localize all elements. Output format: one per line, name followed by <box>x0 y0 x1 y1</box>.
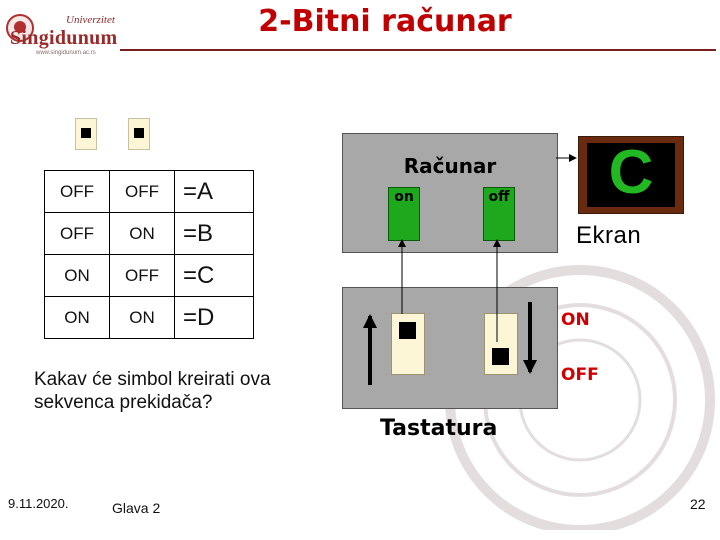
on-state-label: ON <box>561 310 590 330</box>
switch-2-icon <box>128 118 150 150</box>
switch-1-icon <box>75 118 97 150</box>
keyboard-switch-1[interactable] <box>391 313 425 375</box>
table-row: ON ON =D <box>44 296 254 339</box>
slide-title: 2-Bitni računar <box>258 4 512 39</box>
table-row: ON OFF =C <box>44 254 254 297</box>
keyboard-box <box>342 287 558 409</box>
led-on-indicator: on <box>388 187 420 241</box>
table-row: OFF ON =B <box>44 212 254 255</box>
table-cell-symbol: =B <box>174 212 254 255</box>
screen-character: C <box>608 138 654 207</box>
computer-label: Računar <box>403 154 497 178</box>
footer-date: 9.11.2020. <box>8 496 69 511</box>
table-cell: ON <box>109 296 175 339</box>
table-cell-symbol: =D <box>174 296 254 339</box>
table-cell: OFF <box>109 254 175 297</box>
screen-label: Ekran <box>576 222 642 249</box>
table-cell: OFF <box>44 170 110 213</box>
table-cell: ON <box>44 254 110 297</box>
led-off-indicator: off <box>483 187 515 241</box>
university-logo: Univerzitet Singidunum www.singidunum.ac… <box>6 8 118 56</box>
table-cell: ON <box>44 296 110 339</box>
header-divider <box>120 49 716 51</box>
screen-display: C <box>578 136 684 214</box>
page-number: 22 <box>690 496 706 512</box>
question-text: Kakav će simbol kreirati ova sekvenca pr… <box>34 369 271 413</box>
off-state-label: OFF <box>561 365 599 385</box>
table-cell-symbol: =A <box>174 170 254 213</box>
footer-chapter: Glava 2 <box>112 500 161 516</box>
table-cell: OFF <box>44 212 110 255</box>
table-row: OFF OFF =A <box>44 170 254 213</box>
switch-combination-table: OFF OFF =A OFF ON =B ON OFF =C ON ON =D <box>44 170 254 339</box>
table-cell-symbol: =C <box>174 254 254 297</box>
keyboard-switch-2[interactable] <box>484 313 518 375</box>
computer-box: Računar on off <box>342 133 558 253</box>
keyboard-label: Tastatura <box>380 416 498 441</box>
